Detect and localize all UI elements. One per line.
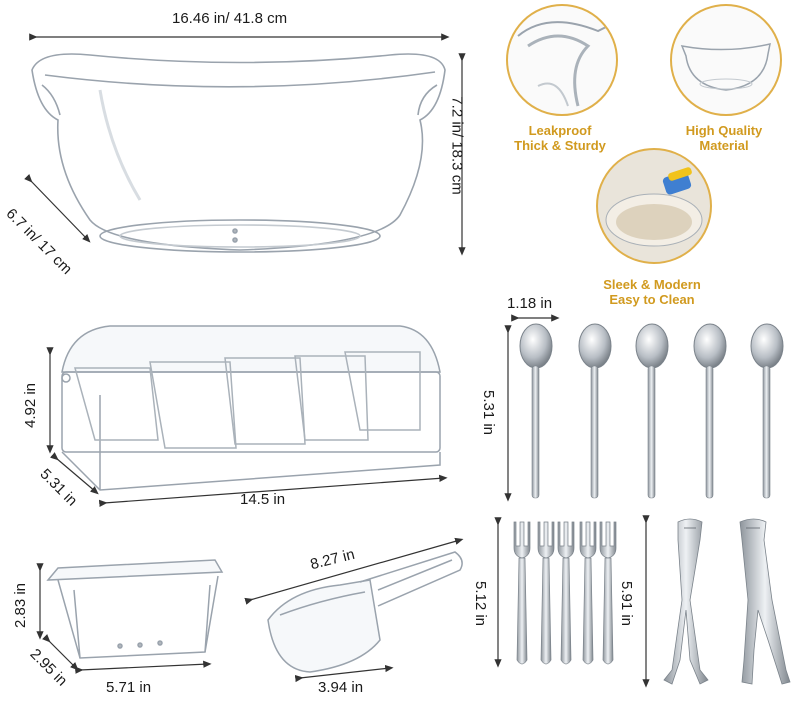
scoop-width-line bbox=[294, 664, 394, 683]
spoons bbox=[519, 323, 784, 499]
container-width-line bbox=[75, 660, 212, 674]
container-width-label: 5.71 in bbox=[106, 679, 152, 696]
container-depth-line bbox=[42, 634, 79, 671]
spoon-length-label: 5.31 in bbox=[480, 389, 498, 436]
spoon bbox=[519, 323, 553, 499]
fork-length-label: 5.12 in bbox=[472, 580, 490, 627]
fork bbox=[537, 521, 555, 665]
condiment-caddy bbox=[61, 325, 441, 491]
spoon bbox=[635, 323, 669, 499]
cleaning-detail-image bbox=[596, 148, 712, 264]
feature-sleek-line1: Sleek & Modern bbox=[603, 277, 701, 292]
tongs bbox=[663, 518, 791, 685]
feature-leakproof: Leakproof Thick & Sturdy bbox=[496, 123, 624, 153]
feature-quality-line2: Material bbox=[699, 138, 749, 153]
ice-bucket bbox=[31, 53, 446, 253]
spoon bbox=[693, 323, 727, 499]
feature-leakproof-line2: Thick & Sturdy bbox=[514, 138, 606, 153]
spoon bbox=[578, 323, 612, 499]
tong bbox=[663, 518, 709, 685]
scoop-length-line bbox=[244, 537, 464, 605]
container-height-label: 2.83 in bbox=[12, 582, 30, 629]
ice-scoop bbox=[267, 551, 463, 673]
fork bbox=[579, 521, 597, 665]
feature-leakproof-line1: Leakproof bbox=[528, 123, 592, 138]
fork bbox=[513, 521, 531, 665]
bucket-height-label: 7.2 in/ 18.3 cm bbox=[448, 96, 466, 195]
feature-sleek-line2: Easy to Clean bbox=[609, 292, 695, 307]
tong bbox=[739, 518, 791, 685]
forks bbox=[513, 521, 617, 665]
scoop-width-label: 3.94 in bbox=[318, 679, 364, 696]
spoon-width-label: 1.18 in bbox=[507, 295, 553, 312]
feature-quality-line1: High Quality bbox=[685, 123, 763, 138]
bucket-depth-line bbox=[24, 174, 91, 243]
small-container bbox=[46, 559, 224, 659]
bucket-miniature bbox=[680, 43, 771, 91]
leakproof-detail-image bbox=[506, 4, 618, 116]
quality-detail-image bbox=[670, 4, 782, 116]
caddy-height-label: 4.92 in bbox=[22, 382, 40, 429]
bucket-rim-closeup bbox=[517, 21, 609, 107]
feature-sleek: Sleek & Modern Easy to Clean bbox=[588, 277, 716, 307]
fork bbox=[557, 521, 575, 665]
caddy-depth-line bbox=[50, 452, 99, 495]
washing-scene bbox=[605, 167, 703, 247]
bucket-width-label: 16.46 in/ 41.8 cm bbox=[172, 10, 288, 27]
fork bbox=[599, 521, 617, 665]
spoon bbox=[750, 323, 784, 499]
feature-quality: High Quality Material bbox=[660, 123, 788, 153]
caddy-width-label: 14.5 in bbox=[240, 491, 286, 508]
caddy-width-line bbox=[98, 474, 448, 507]
tong-length-label: 5.91 in bbox=[618, 580, 636, 627]
